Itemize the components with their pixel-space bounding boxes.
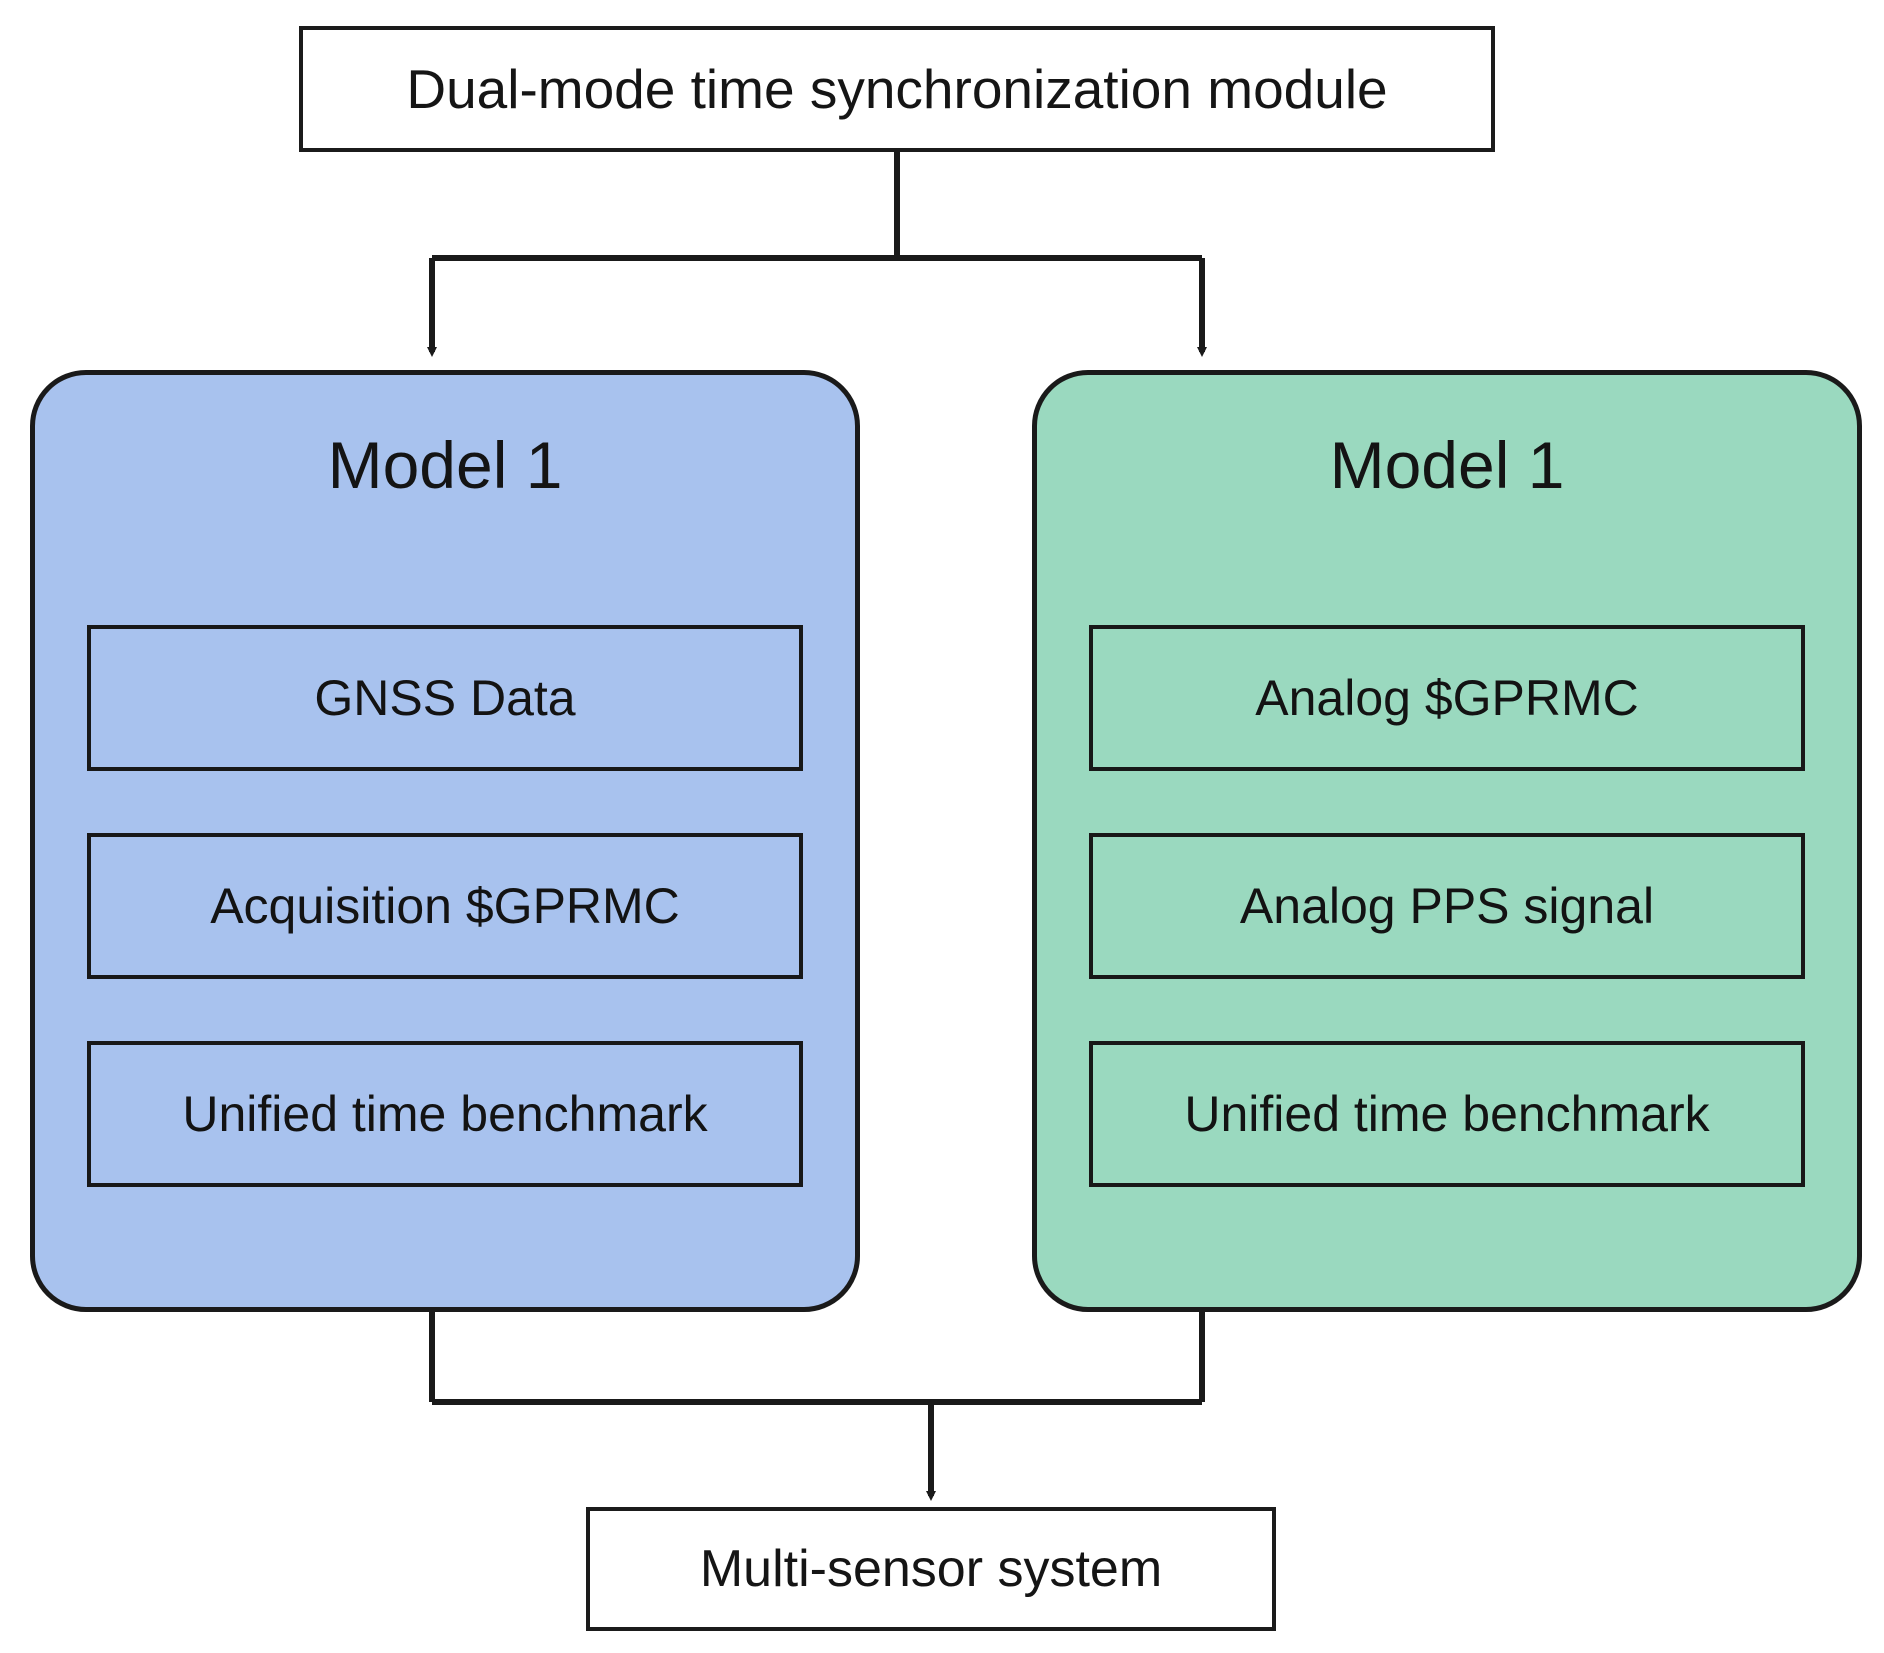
connector-title-to-split (432, 152, 1202, 261)
branch-left-item-3: Unified time benchmark (87, 1041, 803, 1187)
branch-right-item-1: Analog $GPRMC (1089, 625, 1805, 771)
branch-right-item-3-label: Unified time benchmark (1184, 1086, 1710, 1142)
branch-card-right-items: Analog $GPRMC Analog PPS signal Unified … (1089, 625, 1805, 1187)
output-box-label: Multi-sensor system (699, 1540, 1163, 1598)
branch-card-right-title: Model 1 (1329, 428, 1565, 502)
branch-card-left-items: GNSS Data Acquisition $GPRMC Unified tim… (87, 625, 803, 1187)
title-box: Dual-mode time synchronization module (299, 26, 1495, 152)
branch-right-item-3: Unified time benchmark (1089, 1041, 1805, 1187)
branch-right-item-2: Analog PPS signal (1089, 833, 1805, 979)
branch-left-item-2-label: Acquisition $GPRMC (210, 878, 680, 934)
output-box: Multi-sensor system (586, 1507, 1276, 1631)
branch-left-item-2: Acquisition $GPRMC (87, 833, 803, 979)
branch-card-right: Model 1 Analog $GPRMC Analog PPS signal … (1032, 370, 1862, 1312)
branch-left-item-3-label: Unified time benchmark (182, 1086, 708, 1142)
branch-right-item-2-label: Analog PPS signal (1239, 878, 1655, 934)
branch-card-left-title: Model 1 (327, 428, 563, 502)
branch-left-item-1: GNSS Data (87, 625, 803, 771)
connector-branches-to-output (429, 1312, 1205, 1501)
branch-card-left: Model 1 GNSS Data Acquisition $GPRMC Uni… (30, 370, 860, 1312)
branch-left-item-1-label: GNSS Data (314, 670, 576, 726)
branch-right-item-1-label: Analog $GPRMC (1255, 670, 1639, 726)
title-box-label: Dual-mode time synchronization module (406, 58, 1388, 120)
